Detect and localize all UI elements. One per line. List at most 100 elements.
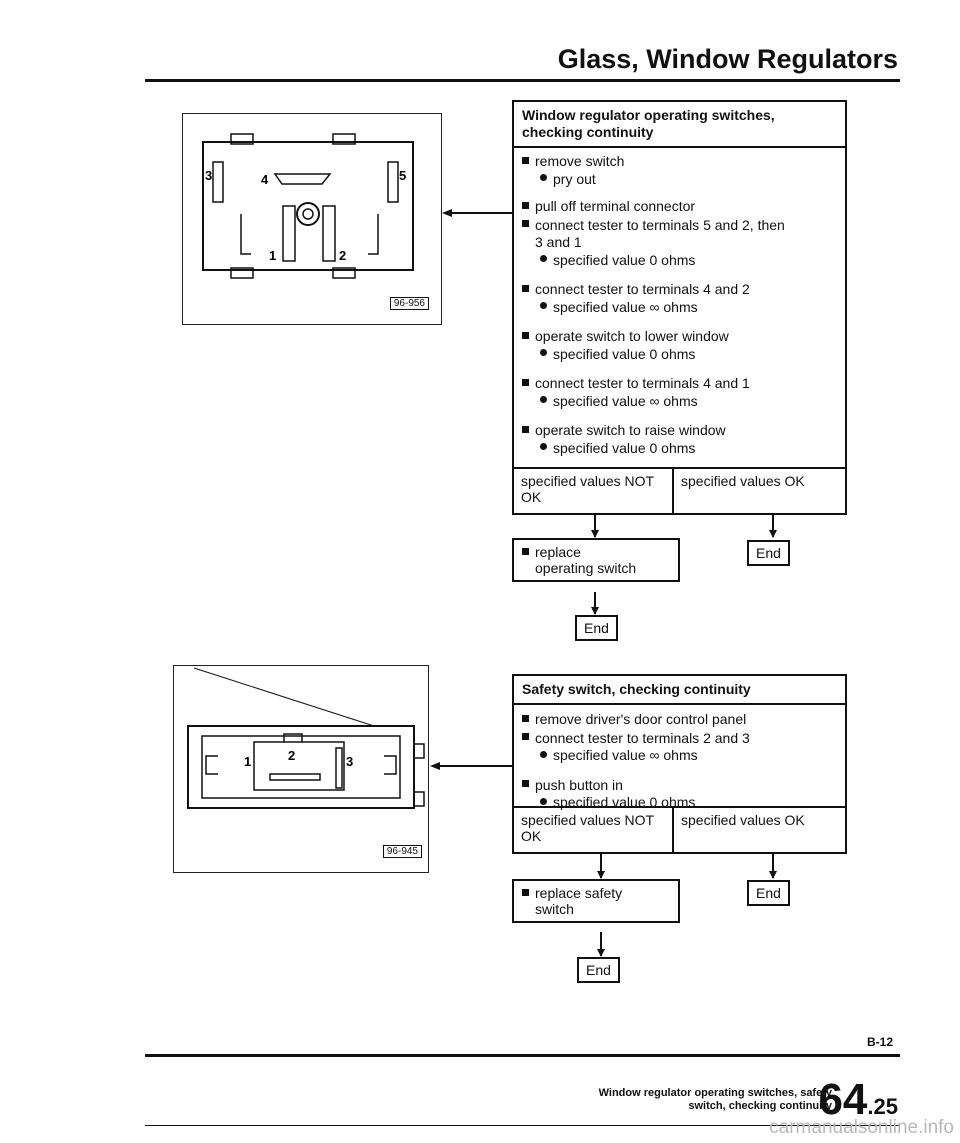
figure-label: 96-945 — [382, 845, 422, 858]
step-detail: specified value 0 ohms — [553, 439, 696, 456]
square-bullet-icon — [522, 888, 529, 896]
square-bullet-icon — [522, 201, 529, 209]
step-detail: specified value 0 ohms — [553, 251, 696, 268]
square-bullet-icon — [522, 780, 529, 788]
section-title: Safety switch, checking continuity — [514, 676, 845, 705]
result-row: specified values NOT OK specified values… — [514, 806, 845, 852]
flow-line — [772, 854, 774, 878]
page-title: Glass, Window Regulators — [557, 44, 898, 74]
procedure-step: connect tester to terminals 2 and 3 spec… — [522, 730, 837, 765]
replace-text: replace — [535, 544, 581, 560]
section-title-line: checking continuity — [522, 124, 654, 140]
result-not-ok-line: OK — [521, 828, 542, 844]
result-not-ok: specified values NOT OK — [514, 469, 674, 513]
square-bullet-icon — [522, 547, 529, 555]
flow-arrowhead — [591, 530, 599, 538]
square-bullet-icon — [522, 284, 529, 292]
replace-text: operating switch — [535, 560, 637, 576]
flow-line — [594, 592, 596, 614]
replace-safety-switch-box: replace safety switch — [512, 879, 680, 923]
footer-description: Window regulator operating switches, saf… — [599, 1087, 832, 1113]
operating-switches-check-panel: Window regulator operating switches, che… — [512, 100, 847, 515]
square-bullet-icon — [522, 425, 529, 433]
flow-line — [600, 932, 602, 956]
terminal-label-5: 5 — [399, 168, 406, 183]
pointer-arrowhead — [442, 209, 452, 217]
procedure-step: connect tester to terminals 4 and 1 spec… — [522, 375, 837, 410]
step-text: remove switch — [535, 153, 625, 169]
section-title-line: Window regulator operating switches, — [522, 107, 775, 123]
page-number-minor: .25 — [867, 1094, 898, 1119]
flow-arrowhead — [769, 530, 777, 538]
round-bullet-icon — [540, 174, 547, 182]
figure-label: 96-956 — [389, 297, 429, 310]
pointer-line — [452, 212, 512, 214]
step-detail: specified value ∞ ohms — [553, 298, 698, 315]
procedure-step: remove driver's door control panel — [522, 711, 837, 729]
step-detail: specified value ∞ ohms — [553, 747, 698, 763]
result-row: specified values NOT OK specified values… — [514, 467, 845, 513]
result-ok: specified values OK — [681, 812, 805, 828]
result-not-ok-line: specified values NOT — [521, 473, 655, 489]
replace-text: switch — [535, 901, 574, 917]
replace-operating-switch-box: replace operating switch — [512, 538, 680, 582]
step-text: push button in — [535, 776, 623, 793]
step-detail: specified value ∞ ohms — [553, 392, 698, 409]
footer-description-line: Window regulator operating switches, saf… — [598, 1087, 832, 1099]
terminal-label-2: 2 — [339, 248, 346, 263]
square-bullet-icon — [522, 220, 529, 228]
operating-switch-drawing: 3 4 5 1 2 — [202, 133, 414, 279]
end-box: End — [577, 957, 620, 983]
step-detail: pry out — [553, 170, 596, 187]
step-text: connect tester to terminals 5 and 2, the… — [535, 216, 785, 233]
square-bullet-icon — [522, 733, 529, 741]
step-text: remove driver's door control panel — [535, 711, 747, 727]
procedure-step: operate switch to lower window specified… — [522, 328, 837, 363]
procedure-steps: remove driver's door control panel conne… — [514, 705, 845, 816]
terminal-label-2: 2 — [288, 748, 295, 763]
procedure-step: pull off terminal connector — [522, 198, 837, 216]
procedure-step: connect tester to terminals 5 and 2, the… — [522, 217, 837, 270]
result-not-ok-line: OK — [521, 489, 542, 505]
terminal-label-1: 1 — [269, 248, 276, 263]
procedure-step: operate switch to raise window specified… — [522, 422, 837, 457]
step-text: operate switch to raise window — [535, 422, 726, 438]
square-bullet-icon — [522, 331, 529, 339]
terminal-label-3: 3 — [205, 168, 212, 183]
pointer-arrowhead — [430, 762, 440, 770]
procedure-step: remove switch pry out — [522, 153, 837, 188]
terminal-label-4: 4 — [261, 172, 269, 187]
step-text: connect tester to terminals 4 and 1 — [535, 375, 750, 391]
round-bullet-icon — [540, 255, 547, 263]
flow-arrowhead — [769, 871, 777, 879]
end-box: End — [747, 540, 790, 566]
result-not-ok: specified values NOT OK — [514, 808, 674, 852]
watermark: carmanualsonline.info — [769, 1117, 954, 1138]
flow-arrowhead — [597, 949, 605, 957]
flow-arrowhead — [597, 871, 605, 879]
round-bullet-icon — [540, 750, 547, 758]
footer-rule — [145, 1054, 900, 1057]
terminal-label-3: 3 — [346, 754, 353, 769]
page-number-major: 64 — [818, 1075, 868, 1124]
procedure-steps: remove switch pry out pull off terminal … — [514, 148, 845, 461]
round-bullet-icon — [540, 396, 547, 404]
result-ok: specified values OK — [681, 473, 805, 489]
section-title: Window regulator operating switches, che… — [514, 102, 845, 148]
safety-switch-drawing: 1 2 3 — [187, 667, 425, 809]
round-bullet-icon — [540, 797, 547, 805]
flow-arrowhead — [591, 607, 599, 615]
figure-code: B-12 — [866, 1035, 893, 1049]
flow-line — [594, 515, 596, 537]
header-rule — [145, 79, 900, 82]
safety-switch-check-panel: Safety switch, checking continuity remov… — [512, 674, 847, 854]
step-detail: specified value 0 ohms — [553, 345, 696, 362]
footer-description-line: switch, checking continuity — [688, 1100, 832, 1112]
footer-rule-thin — [145, 1125, 900, 1126]
step-text: pull off terminal connector — [535, 198, 696, 214]
round-bullet-icon — [540, 349, 547, 357]
square-bullet-icon — [522, 378, 529, 386]
square-bullet-icon — [522, 714, 529, 722]
step-text: connect tester to terminals 2 and 3 — [535, 729, 750, 746]
end-box: End — [747, 880, 790, 906]
